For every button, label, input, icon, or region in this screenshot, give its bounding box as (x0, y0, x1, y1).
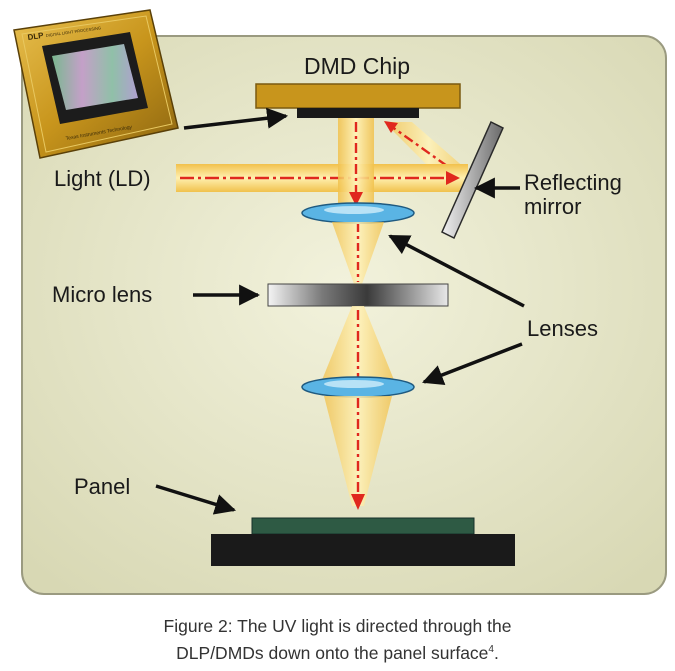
down-arrowhead-1 (349, 192, 363, 206)
caption-line-2-text: DLP/DMDs down onto the panel surface (176, 642, 489, 663)
reflecting-mirror (441, 120, 504, 240)
label-mirror: mirror (524, 194, 581, 219)
label-micro-lens: Micro lens (52, 282, 152, 307)
down-arrowhead-2 (351, 494, 365, 510)
panel-base (211, 534, 515, 566)
arrow-lenses-to-bottom-lens (422, 342, 523, 385)
panel (251, 517, 475, 535)
figure-caption: Figure 2: The UV light is directed throu… (0, 614, 675, 665)
light-arrowhead (446, 171, 460, 185)
micro-lens (267, 283, 449, 307)
caption-line-2: DLP/DMDs down onto the panel surface4. (0, 638, 675, 665)
dmd-chip (255, 83, 461, 109)
caption-reference: 4 (488, 644, 494, 655)
arrow-to-panel (155, 484, 237, 515)
arrow-photo-to-chip (183, 107, 289, 130)
arrow-lenses-to-top-lens (388, 234, 525, 308)
label-dmd-chip: DMD Chip (304, 53, 410, 79)
dmd-chip-photo: DLP DIGITAL LIGHT PROCESSING Texas Instr… (13, 9, 179, 159)
lens-top-highlight (324, 206, 384, 214)
caption-period: . (493, 642, 499, 663)
label-light: Light (LD) (54, 166, 151, 191)
label-lenses: Lenses (527, 316, 598, 341)
label-panel: Panel (74, 474, 130, 499)
chip-photo-brand: DLP (27, 31, 45, 42)
caption-line-1: Figure 2: The UV light is directed throu… (163, 616, 512, 636)
beam-lens2-to-panel (324, 396, 392, 506)
dlp-diagram: DLP DIGITAL LIGHT PROCESSING Texas Instr… (13, 9, 667, 595)
dmd-chip-base (297, 108, 419, 118)
label-reflecting: Reflecting (524, 170, 622, 195)
reflected-arrowhead (384, 121, 398, 133)
lens-bottom-highlight (324, 380, 384, 388)
beam-lens1-to-microlens (332, 222, 384, 284)
beam-microlens-to-lens2 (322, 306, 394, 380)
